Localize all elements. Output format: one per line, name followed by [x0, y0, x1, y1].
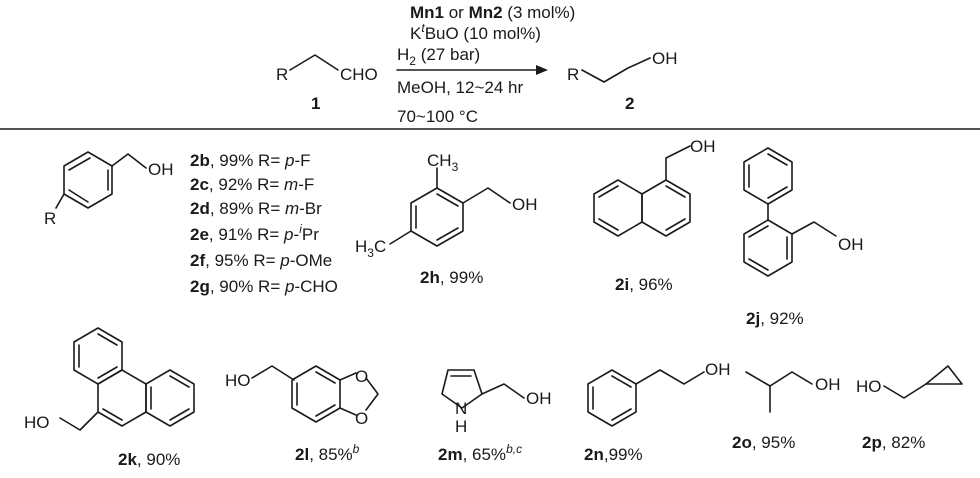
solvent-time: MeOH, 12~24 hr	[397, 78, 523, 97]
2i-oh-label: OH	[690, 137, 716, 156]
reaction-arrow-head	[536, 65, 548, 75]
catalyst-mn1: Mn1	[410, 3, 444, 22]
2l-oxygen-bottom: O	[355, 409, 368, 428]
base-superscript: t	[421, 21, 425, 35]
temperature: 70~100 °C	[397, 107, 478, 126]
2o-oh-label: OH	[815, 375, 841, 394]
reactant-aldehyde: R CHO 1	[276, 54, 378, 113]
benzyl-oh-label: OH	[148, 160, 174, 179]
2l-caption: 2l, 85%b	[295, 442, 360, 464]
base-text: KtBuO (10 mol%)	[410, 21, 541, 43]
substituted-benzyl-alcohol-structure: OH R	[44, 151, 174, 228]
substituent-list: 2b, 99% R= p-F 2c, 92% R= m-F 2d, 89% R=…	[190, 151, 338, 296]
reactant-cho-label: CHO	[340, 65, 378, 84]
compound-2n: OH 2n,99%	[584, 360, 731, 464]
2l-ho-label: HO	[225, 371, 251, 390]
entry-2f: 2f, 95% R= p-OMe	[190, 251, 332, 270]
hydrogen-h: H	[397, 45, 409, 64]
2l-oxygen-top: O	[355, 367, 368, 386]
catalyst-or: or	[444, 3, 469, 22]
2m-caption: 2m, 65%b,c	[438, 442, 522, 464]
entry-2g: 2g, 90% R= p-CHO	[190, 277, 338, 296]
hydrogen-subscript: 2	[409, 54, 416, 68]
methyl-label-left: H3C	[355, 237, 386, 260]
entry-2c: 2c, 92% R= m-F	[190, 175, 314, 194]
2n-caption: 2n,99%	[584, 445, 643, 464]
product-number: 2	[625, 94, 634, 113]
2m-h-label: H	[455, 417, 467, 436]
product-alcohol: R OH 2	[567, 49, 678, 113]
2k-ho-label: HO	[24, 413, 50, 432]
2m-oh-label: OH	[526, 389, 552, 408]
product-oh-label: OH	[652, 49, 678, 68]
hydrogen-pressure: (27 bar)	[416, 45, 480, 64]
catalyst-mn2: Mn2	[469, 3, 503, 22]
methyl-label-top: CH3	[427, 151, 459, 174]
catalyst-loading: (3 mol%)	[503, 3, 576, 22]
2j-caption: 2j, 92%	[746, 309, 804, 328]
compound-2m: OH H H N 2m, 65%b,c	[438, 369, 552, 464]
base-k: K	[410, 24, 422, 43]
entry-2e: 2e, 91% R= p-iPr	[190, 222, 319, 244]
2m-n-label: N	[455, 399, 467, 418]
compound-2k: HO 2k, 90%	[24, 327, 195, 469]
2o-caption: 2o, 95%	[732, 433, 795, 452]
compound-2o: OH 2o, 95%	[732, 371, 841, 452]
2n-oh-label: OH	[705, 360, 731, 379]
2i-caption: 2i, 96%	[615, 275, 673, 294]
compound-2h: CH3 OH H3C 2h, 99%	[355, 151, 538, 287]
2j-oh-label: OH	[838, 235, 864, 254]
reactant-number: 1	[311, 94, 320, 113]
entry-2d: 2d, 89% R= m-Br	[190, 199, 322, 218]
benzyl-r-label: R	[44, 209, 56, 228]
2h-caption: 2h, 99%	[420, 268, 483, 287]
2h-oh-label: OH	[512, 195, 538, 214]
reactant-r-label: R	[276, 65, 288, 84]
2k-caption: 2k, 90%	[118, 450, 180, 469]
compound-2l: HO O O 2l, 85%b	[225, 365, 379, 464]
product-r-label: R	[567, 65, 579, 84]
base-rest: BuO (10 mol%)	[425, 24, 541, 43]
catalyst-text: Mn1 or Mn2 (3 mol%)	[410, 3, 575, 22]
compound-2i: OH 2i, 96%	[593, 137, 716, 294]
compound-2p: HO 2p, 82%	[856, 365, 963, 452]
hydrogen-text: H2 (27 bar)	[397, 45, 480, 68]
compound-2j: OH 2j, 92%	[743, 147, 864, 328]
entry-2b: 2b, 99% R= p-F	[190, 151, 310, 170]
reaction-conditions: Mn1 or Mn2 (3 mol%) KtBuO (10 mol%) H2 (…	[396, 3, 575, 126]
2p-ho-label: HO	[856, 377, 882, 396]
2p-caption: 2p, 82%	[862, 433, 925, 452]
